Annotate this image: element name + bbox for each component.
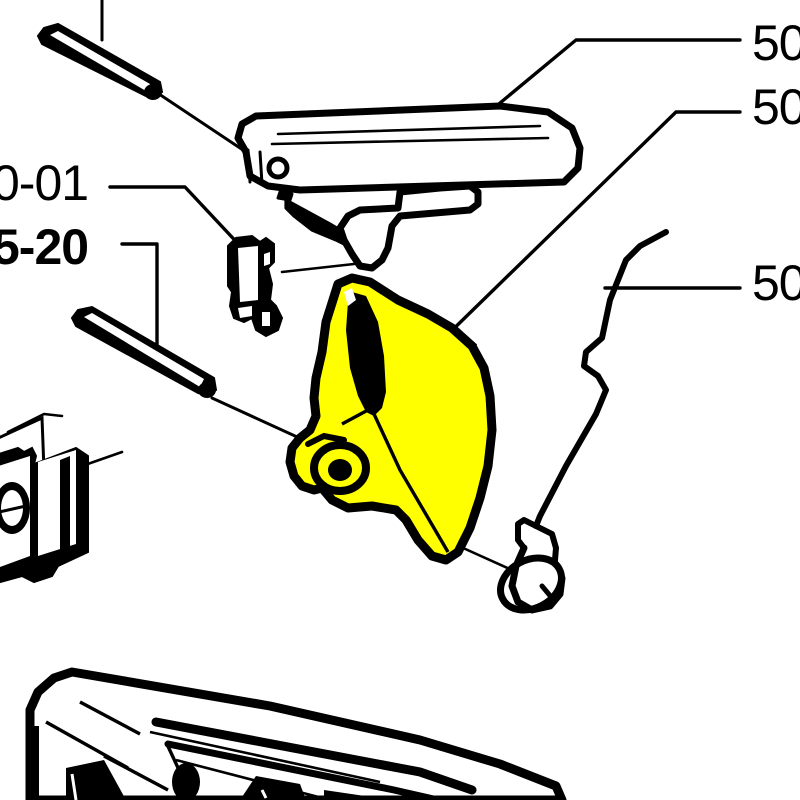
leader-line-0-01 (108, 185, 246, 252)
part-throttle-handle-assembly (234, 102, 584, 272)
leader-line-bracket-left (6, 412, 64, 434)
callout-label-50-top: 50 (752, 15, 800, 71)
callout-label-50-mid: 50 (752, 79, 800, 135)
part-roll-pin-lower (70, 305, 218, 398)
part-spring-rod-with-hook (497, 229, 669, 614)
callout-label-50-low: 50 (752, 255, 800, 311)
leader-line-50-mid (435, 110, 742, 347)
leader-line-upper-pin (154, 90, 248, 154)
callout-label-5-20: 5-20 (0, 219, 89, 275)
part-left-bracket-block (0, 415, 89, 584)
leader-line-5-20 (120, 242, 159, 354)
part-retaining-clip (227, 234, 284, 338)
callout-label-0-01: 0-01 (0, 155, 89, 211)
part-lower-housing-cover (25, 667, 567, 800)
part-chain-brake-lever-highlighted (285, 273, 497, 565)
leader-line-50-top (492, 38, 742, 110)
part-roll-pin-upper (36, 22, 164, 100)
